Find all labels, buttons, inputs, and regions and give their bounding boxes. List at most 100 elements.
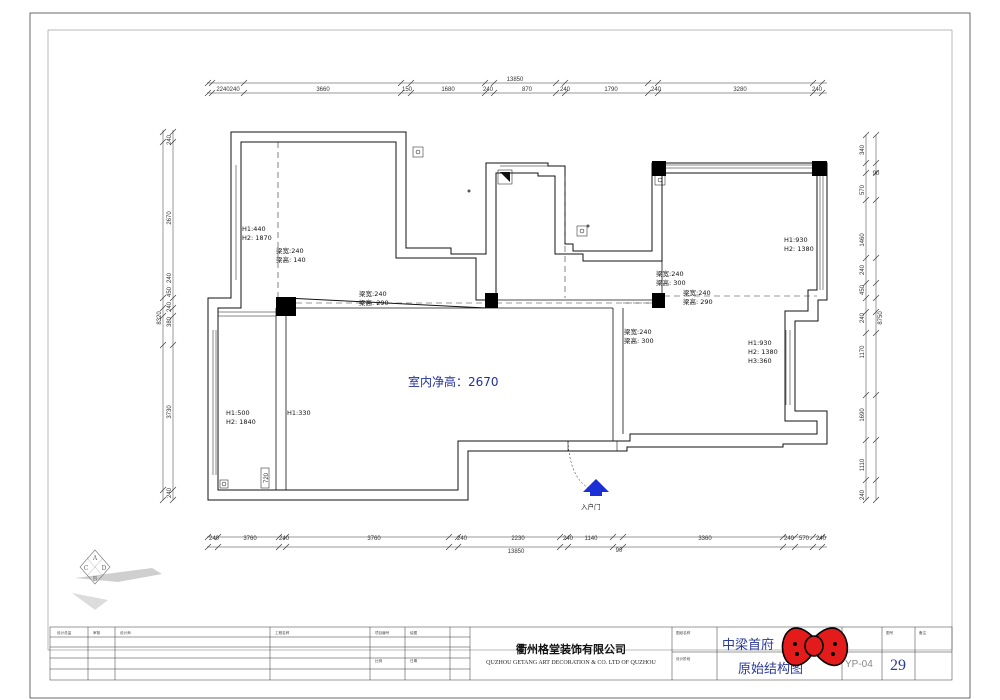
- dimension-tick: [862, 329, 870, 337]
- beam-e-height: 梁高: 300: [624, 336, 654, 345]
- dimension-tick: [204, 79, 212, 87]
- bottom-seg-7: 1140: [585, 536, 599, 542]
- dimension-tick: [490, 79, 498, 87]
- window-d-h2: H2: 1840: [226, 418, 256, 426]
- dimension-tick: [862, 131, 870, 139]
- dimension-tick: [818, 89, 826, 97]
- label-scale: 比例: [375, 658, 383, 663]
- top-seg-9: 3280: [733, 87, 747, 93]
- top-seg-8: 240: [651, 87, 662, 93]
- right-seg-10: 240: [860, 489, 866, 500]
- label-design-director: 设计总监: [57, 630, 72, 635]
- dimension-tick: [862, 496, 870, 504]
- logo-mark: A B C D: [72, 549, 162, 610]
- dimension-tick: [872, 391, 880, 399]
- windows: [212, 162, 824, 475]
- dimension-tick: [564, 533, 572, 541]
- dimension-tick: [159, 341, 167, 349]
- dimension-tick: [872, 329, 880, 337]
- right-seg-9: 1110: [860, 458, 866, 471]
- dimension-tick: [208, 79, 216, 87]
- door-width-dim: 720: [264, 472, 270, 483]
- dimension-tick: [552, 89, 560, 97]
- bottom-seg-0: 240: [209, 536, 220, 542]
- dimension-tick: [407, 79, 415, 87]
- dimension-tick: [282, 533, 290, 541]
- dimension-tick: [862, 436, 870, 444]
- floor-plan: [207, 131, 828, 501]
- left-seg-6: 3730: [167, 405, 173, 419]
- dimension-tick: [872, 496, 880, 504]
- dimension-tick: [169, 341, 177, 349]
- top-seg-3: 1680: [441, 87, 455, 93]
- left-seg-4: 240: [167, 301, 173, 312]
- top-seg-1: 3660: [316, 87, 330, 93]
- window-e-h1: H1:330: [287, 409, 311, 417]
- dimension-tick: [445, 533, 453, 541]
- window-a-h2: H2: 1870: [242, 234, 272, 242]
- label-project-name: 工程名称: [275, 630, 290, 635]
- dimension-tick: [862, 159, 870, 167]
- title-block-text: 设计总监 审核 设计师 工程名称 项目编号 绘图 比例 日期 图纸名称 图号 设…: [57, 630, 927, 677]
- column-1: [276, 297, 296, 316]
- dimension-tick: [809, 89, 817, 97]
- dimension-tick: [872, 279, 880, 287]
- dimension-tick: [609, 543, 617, 551]
- dimension-tick: [809, 543, 817, 551]
- bottom-dimension-chain: 13850 240 3760 240 3760 240 2230 240 114…: [204, 533, 827, 555]
- dimension-tick: [481, 89, 489, 97]
- dimension-tick: [644, 79, 652, 87]
- dimension-tick: [169, 496, 177, 504]
- label-drawing-name: 图纸名称: [676, 630, 691, 635]
- columns: [276, 161, 827, 316]
- dimension-tick: [159, 312, 167, 320]
- bottom-seg-12: 240: [816, 536, 827, 542]
- beam-c-height: 梁高: 300: [656, 278, 686, 287]
- dimension-tick: [275, 533, 283, 541]
- beam-a-height: 梁高: 140: [276, 255, 306, 264]
- dimension-tick: [240, 89, 248, 97]
- dimension-tick: [208, 89, 216, 97]
- left-seg-5: 380: [167, 316, 173, 327]
- bottom-seg-3: 3760: [367, 536, 381, 542]
- bottom-total-dim: 13850: [508, 549, 525, 555]
- dimension-tick: [654, 79, 662, 87]
- dimension-tick: [454, 533, 462, 541]
- right-total-dim: 8750: [878, 311, 884, 325]
- label-note: 备注: [919, 630, 927, 635]
- left-dimension-chain: 8320 240 2670 240 450 240 380 3730 240: [157, 128, 177, 504]
- top-seg-4: 240: [483, 87, 494, 93]
- dimension-tick: [818, 543, 826, 551]
- company-name-cn: 衢州格堂装饰有限公司: [516, 642, 626, 656]
- dimension-tick: [862, 279, 870, 287]
- dimension-tick: [809, 533, 817, 541]
- left-seg-2: 240: [167, 272, 173, 283]
- top-seg-6: 240: [560, 87, 571, 93]
- dimension-tick: [872, 294, 880, 302]
- entrance-arrow-icon: [583, 479, 609, 496]
- logo-letter-d: D: [102, 565, 107, 572]
- bottom-seg-6: 240: [563, 536, 574, 542]
- door-width-box: [260, 467, 270, 489]
- drain-fixture: [412, 146, 424, 158]
- dimension-tick: [619, 543, 627, 551]
- window-d-h1: H1:500: [226, 409, 250, 417]
- dimension-tick: [872, 169, 880, 177]
- dimension-tick: [204, 533, 212, 541]
- drawing-title: 原始结构图: [738, 662, 803, 677]
- dimension-tick: [204, 89, 212, 97]
- beam-e-width: 梁宽:240: [624, 327, 652, 336]
- shaft: [497, 169, 513, 185]
- column-2: [485, 293, 498, 308]
- bottom-seg-4: 240: [457, 536, 468, 542]
- label-review: 审核: [93, 630, 101, 635]
- right-seg-3: 1460: [860, 233, 866, 247]
- dimension-tick: [397, 89, 405, 97]
- window-c-h1: H1:930: [748, 339, 772, 347]
- dimension-tick: [556, 543, 564, 551]
- dimension-tick: [407, 89, 415, 97]
- dimension-tick: [818, 533, 826, 541]
- right-seg-1: 570: [860, 184, 866, 195]
- dimension-tick: [275, 543, 283, 551]
